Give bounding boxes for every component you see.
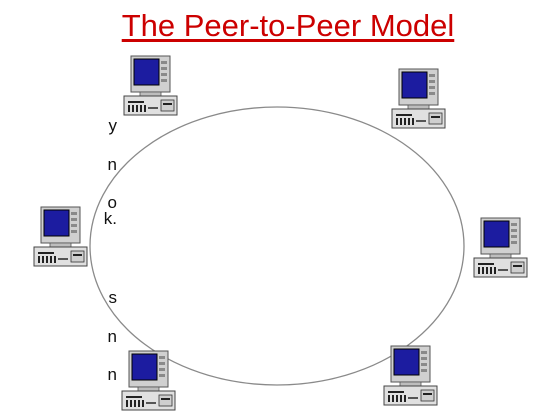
text-fragment: s xyxy=(108,288,118,307)
desktop-computer-icon xyxy=(30,206,90,268)
peer-computer-left xyxy=(30,206,90,268)
text-fragment: k. xyxy=(103,209,117,228)
text-fragment: n xyxy=(107,365,117,384)
peer-computer-top-right xyxy=(388,68,448,130)
peer-computer-bottom-left xyxy=(118,350,178,412)
text-fragment: o xyxy=(107,193,117,212)
text-fragment: n xyxy=(107,155,117,174)
peer-computer-top-left xyxy=(120,55,180,117)
text-fragment: n xyxy=(107,327,117,346)
desktop-computer-icon xyxy=(470,217,530,279)
peer-computer-right xyxy=(470,217,530,279)
desktop-computer-icon xyxy=(388,68,448,130)
desktop-computer-icon xyxy=(380,345,440,407)
text-fragment: y xyxy=(108,116,118,135)
desktop-computer-icon xyxy=(120,55,180,117)
slide-title: The Peer-to-Peer Model xyxy=(121,8,455,43)
peer-computer-bottom-right xyxy=(380,345,440,407)
desktop-computer-icon xyxy=(118,350,178,412)
